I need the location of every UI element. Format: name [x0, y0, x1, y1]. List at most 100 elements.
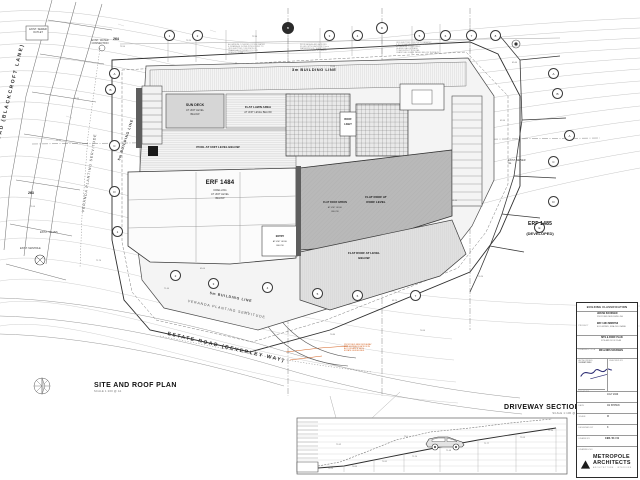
label-flat-roof-apron: FLAT ROOF APRON — [323, 201, 347, 204]
road-label-bottom: ESTATE ROAD (BEVERLEY WAY) — [166, 331, 286, 364]
note-driveway-line-1: AND ENTRANCE APRON IN — [344, 346, 370, 348]
section-level: 71.48 — [446, 450, 452, 452]
grid-bubble-top-7[interactable]: 7 — [466, 30, 477, 41]
grid-bubble-top-3[interactable]: 3 — [324, 30, 335, 41]
label-flat-roof-below-sub: BELOW — [358, 256, 370, 260]
title-block-row-date: DATE JULY 2020 — [577, 392, 637, 407]
logo-tagline: ARCHITECTURE . INTERIORS — [593, 466, 632, 469]
grid-bubble-top-2[interactable]: 2 — [192, 30, 203, 41]
spot-level: 69.60 — [512, 62, 518, 64]
grid-bubble-bottom-7[interactable]: 7 — [410, 290, 421, 301]
note-gutter-line-1: & DRAINAGE DOWN-PIPES FIXED TO — [228, 46, 264, 48]
note-driveway: PROPOSED NEW DRIVEWAY AND ENTRANCE APRON… — [344, 344, 396, 352]
driveway-section-title: DRIVEWAY SECTION — [504, 404, 581, 411]
logo-name-line2: ARCHITECTS — [593, 460, 631, 466]
grid-bubble-bottom-6[interactable]: 6 — [352, 290, 363, 301]
grid-bubble-right-A2[interactable]: A — [564, 130, 575, 141]
title-block-value-client: MR & MRS SOURGEN — [599, 349, 623, 352]
title-block-header: BUILDING CLASSIFICATION — [577, 303, 637, 312]
spot-level: 71.70 — [96, 260, 102, 262]
section-level: 71.20 — [412, 456, 418, 458]
spot-level: 70.20 — [478, 276, 484, 278]
title-block-value-drawing-no: 1484 / 01 / 01 — [605, 437, 620, 440]
title-block-row-project: PROJECT HOUSE SOURGEN PROPOSED NEW DWELL… — [577, 312, 637, 336]
title-block-value-drawn: K — [607, 426, 609, 429]
section-level: 72.34 — [548, 430, 554, 432]
title-block-label-signature: AUTHORISED SIGNATURE — [578, 359, 593, 364]
title-block-signature-cell: AUTHORISED SIGNATURE SIGNATURE — [577, 359, 613, 393]
grid-bubble-left-D[interactable]: D — [109, 186, 120, 197]
grid-bubble-left-C[interactable]: C — [109, 140, 120, 151]
label-flat-lawn: FLAT LAWN AREA — [244, 105, 272, 109]
grid-bubble-bottom-5[interactable]: 5 — [312, 288, 323, 299]
note-roof-line-3: MEMBRANE AND SCREEDS — [300, 50, 327, 52]
grid-bubble-bottom-4[interactable]: 4 — [262, 282, 273, 293]
note-gutter-line-3: CHARCOAL BITUMEN COLOUR — [228, 50, 258, 52]
grid-bubble-top-8[interactable]: 8 — [490, 30, 501, 41]
grid-bubble-right-B[interactable]: B — [552, 88, 563, 99]
north-point-icon — [33, 377, 51, 395]
note-parapet-line-0: OFF-SHUTTER CONCRETE PARAPET — [396, 42, 432, 44]
exist-valves-label: EXIST. VALVES — [40, 231, 58, 234]
title-block-label-drawn: DRAWN BY — [578, 437, 591, 440]
servitude-label-left: VERANDA PLANTING SERVITUDE — [81, 133, 98, 213]
grid-bubble-top-5[interactable]: 5 — [414, 30, 425, 41]
spot-level: 71.40 — [164, 288, 170, 290]
spot-level: 73.20 — [186, 40, 192, 42]
section-level: 73.0 — [404, 436, 408, 438]
title-block-label-date: DATE — [578, 404, 585, 407]
label-erf-1484: ERF 1484 — [205, 180, 235, 186]
label-pool: POOL AT UNIT LEVEL BELOW — [196, 145, 240, 149]
grid-bubble-top-1[interactable]: 1 — [164, 30, 175, 41]
spot-level: 69.30 — [74, 98, 80, 100]
note-parapet: OFF-SHUTTER CONCRETE PARAPET & ROOF FACI… — [396, 42, 458, 54]
triangle-logo-icon — [580, 457, 591, 469]
site-plan-title: SITE AND ROOF PLAN — [94, 382, 177, 389]
label-sun-deck-sub1: AT UNIT LEVEL — [186, 109, 204, 112]
site-plan-title-block: SITE AND ROOF PLAN SCALE 1:100 @ A1 — [94, 382, 177, 393]
grid-bubble-top-4[interactable]: 4 — [352, 30, 363, 41]
grid-bubble-left-B[interactable]: B — [105, 84, 116, 95]
grid-bubble-bottom-3[interactable]: 3 — [208, 278, 219, 289]
title-block-sub-drawing-title: SITE AND ROOF PLAN — [601, 340, 622, 342]
section-level: 70.25 — [328, 468, 334, 470]
title-block-row-client: CLIENT INFO MR & MRS SOURGEN — [577, 349, 637, 364]
grid-bubble-top-6[interactable]: 6 — [440, 30, 451, 41]
title-block-label-drawing-title: DRAWING TITLE — [578, 348, 596, 351]
title-block-label-project: PROJECT — [578, 324, 589, 327]
grid-bubble-right-D[interactable]: D — [548, 196, 559, 207]
note-roof-line-1: FILLED WITH LAYER OF 19mm — [300, 46, 329, 48]
title-block-checked-cell: CHECKED BY — [606, 358, 638, 391]
logo-name-line1: METROPOLE — [593, 454, 630, 461]
note-parapet-line-1: & ROOF FACIA OVER-SAILING — [396, 44, 425, 46]
label-erf-1484-sub3: BELOW — [215, 197, 225, 200]
grid-bubble-right-E[interactable]: E — [534, 222, 545, 233]
exist-water-connection-label: EXIST. WATER CONNECTION — [91, 39, 109, 45]
title-block-row-designed: DESIGNED BY M — [577, 414, 637, 429]
title-block-value-project: HOUSE SOURGEN — [597, 312, 618, 315]
grid-bubble-bottom-1[interactable]: 1 — [112, 226, 123, 237]
building-line-3m-top: 3m BUILDING LINE — [292, 67, 337, 72]
spot-level: 70.80 — [330, 334, 336, 336]
grid-bubble-right-C[interactable]: C — [548, 156, 559, 167]
note-driveway-line-0: PROPOSED NEW DRIVEWAY — [344, 344, 372, 346]
note-parapet-line-5: CHARCOAL GLASS PANEL BELOW TERRACE — [396, 52, 440, 54]
grid-bubble-right-A[interactable]: A — [548, 68, 559, 79]
servitude-label-bottom: VERANDA PLANTING SERVITUDE — [187, 299, 267, 320]
spot-level: 70.50 — [420, 330, 426, 332]
title-block-row-scale: SCALE AS SHOWN — [577, 403, 637, 418]
spot-level: 72.60 — [330, 66, 336, 68]
grid-bubble-bottom-2[interactable]: 2 — [170, 270, 181, 281]
section-level: 70.63 — [352, 466, 358, 468]
section-level: 72.05 — [520, 437, 526, 439]
grid-bubble-top-D[interactable]: D — [376, 22, 388, 34]
label-erf-1484-sub2: AT UNIT LEVEL — [211, 193, 229, 196]
grid-bubble-left-A[interactable]: A — [109, 68, 120, 79]
grid-bubble-top-B[interactable]: B — [282, 22, 294, 34]
exist-sewer-outlet-label: EXIST. SEWER OUTLET — [29, 28, 47, 34]
note-gutter-line-0: ALUMINIUM COVERED STORM WATER — [228, 44, 265, 46]
label-entry: ENTRY — [275, 235, 285, 238]
label-entry-sub2: BELOW — [276, 245, 284, 247]
driveway-section-title-block: DRIVEWAY SECTION SCALE 1:100 @ A1 — [504, 404, 580, 415]
